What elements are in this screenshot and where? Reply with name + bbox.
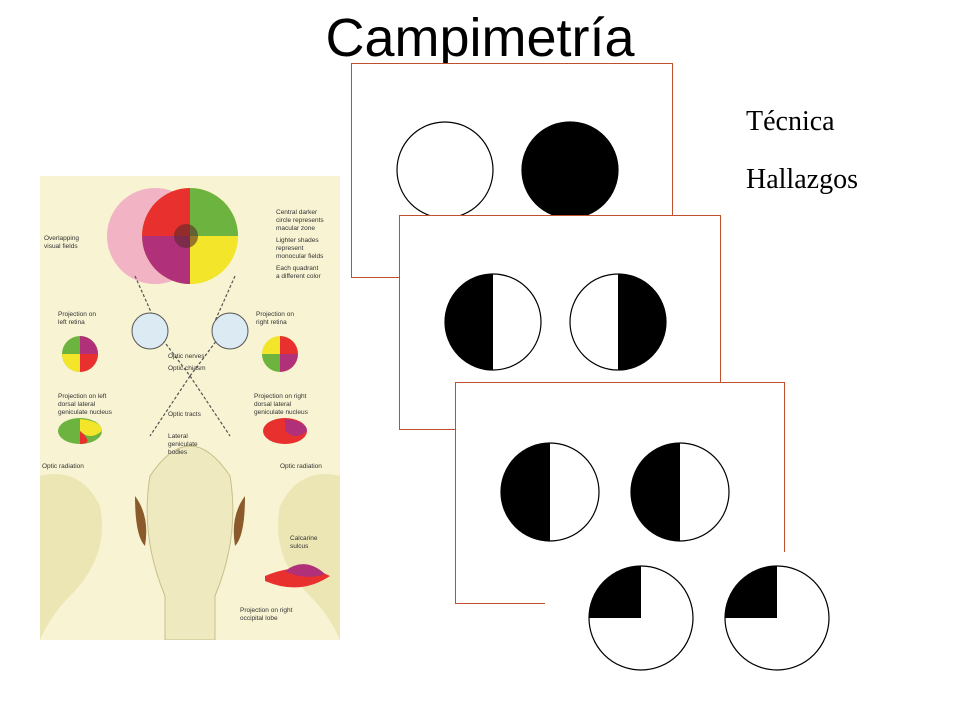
- label-lighter-3: monocular fields: [276, 253, 324, 260]
- label-left-retina-2: left retina: [58, 319, 85, 326]
- right-eye-field: [724, 565, 830, 671]
- label-occipital-1: Projection on right: [240, 607, 293, 614]
- label-right-retina-2: right retina: [256, 319, 287, 326]
- label-optic-radiation-right: Optic radiation: [280, 463, 322, 470]
- label-right-lgn-1: Projection on right: [254, 393, 307, 400]
- label-central-3: macular zone: [276, 225, 315, 232]
- anatomy-labels: Overlapping visual fields Central darker…: [42, 209, 324, 622]
- label-lateral-3: bodies: [168, 449, 188, 456]
- label-right-lgn-2: dorsal lateral: [254, 401, 292, 408]
- left-eye-field: [588, 565, 694, 671]
- label-calcarine-1: Calcarine: [290, 535, 318, 542]
- label-left-lgn-3: geniculate nucleus: [58, 409, 113, 416]
- right-eye: [211, 312, 249, 350]
- menu-item-tecnica[interactable]: Técnica: [746, 106, 835, 137]
- label-left-lgn-2: dorsal lateral: [58, 401, 96, 408]
- page-title: Campimetría: [325, 8, 635, 68]
- label-optic-nerves: Optic nerves: [168, 353, 205, 360]
- label-overlapping-2: visual fields: [44, 243, 78, 250]
- label-quadrant-2: a different color: [276, 273, 322, 280]
- label-left-lgn-1: Projection on left: [58, 393, 107, 400]
- label-optic-chiasm: Optic chiasm: [168, 365, 206, 372]
- label-quadrant-1: Each quadrant: [276, 265, 318, 272]
- label-optic-radiation-left: Optic radiation: [42, 463, 84, 470]
- label-occipital-2: occipital lobe: [240, 615, 278, 622]
- label-optic-tracts: Optic tracts: [168, 411, 202, 418]
- label-central-2: circle represents: [276, 217, 324, 224]
- left-eye-field: [500, 442, 600, 542]
- left-eye-field: [396, 121, 494, 219]
- label-lateral-1: Lateral: [168, 433, 188, 440]
- label-right-retina-1: Projection on: [256, 311, 294, 318]
- visual-pathway-illustration: Overlapping visual fields Central darker…: [40, 176, 340, 641]
- overlapping-visual-fields: [107, 188, 238, 284]
- label-lateral-2: geniculate: [168, 441, 198, 448]
- menu-item-hallazgos[interactable]: Hallazgos: [746, 164, 858, 195]
- right-eye-field-blind: [521, 121, 619, 219]
- left-eye: [131, 312, 169, 350]
- label-left-retina-1: Projection on: [58, 311, 96, 318]
- label-lighter-2: represent: [276, 245, 304, 252]
- label-central-1: Central darker: [276, 209, 318, 216]
- label-calcarine-2: sulcus: [290, 543, 309, 550]
- right-eye-field: [630, 442, 730, 542]
- label-lighter-1: Lighter shades: [276, 237, 319, 244]
- label-right-lgn-3: geniculate nucleus: [254, 409, 309, 416]
- visual-pathway-diagram: Overlapping visual fields Central darker…: [40, 176, 340, 641]
- label-overlapping-1: Overlapping: [44, 235, 79, 242]
- left-eye-field: [444, 273, 542, 371]
- right-eye-field: [569, 273, 667, 371]
- topic-menu: Técnica Hallazgos: [746, 102, 858, 218]
- visual-field-card-4: [545, 552, 885, 720]
